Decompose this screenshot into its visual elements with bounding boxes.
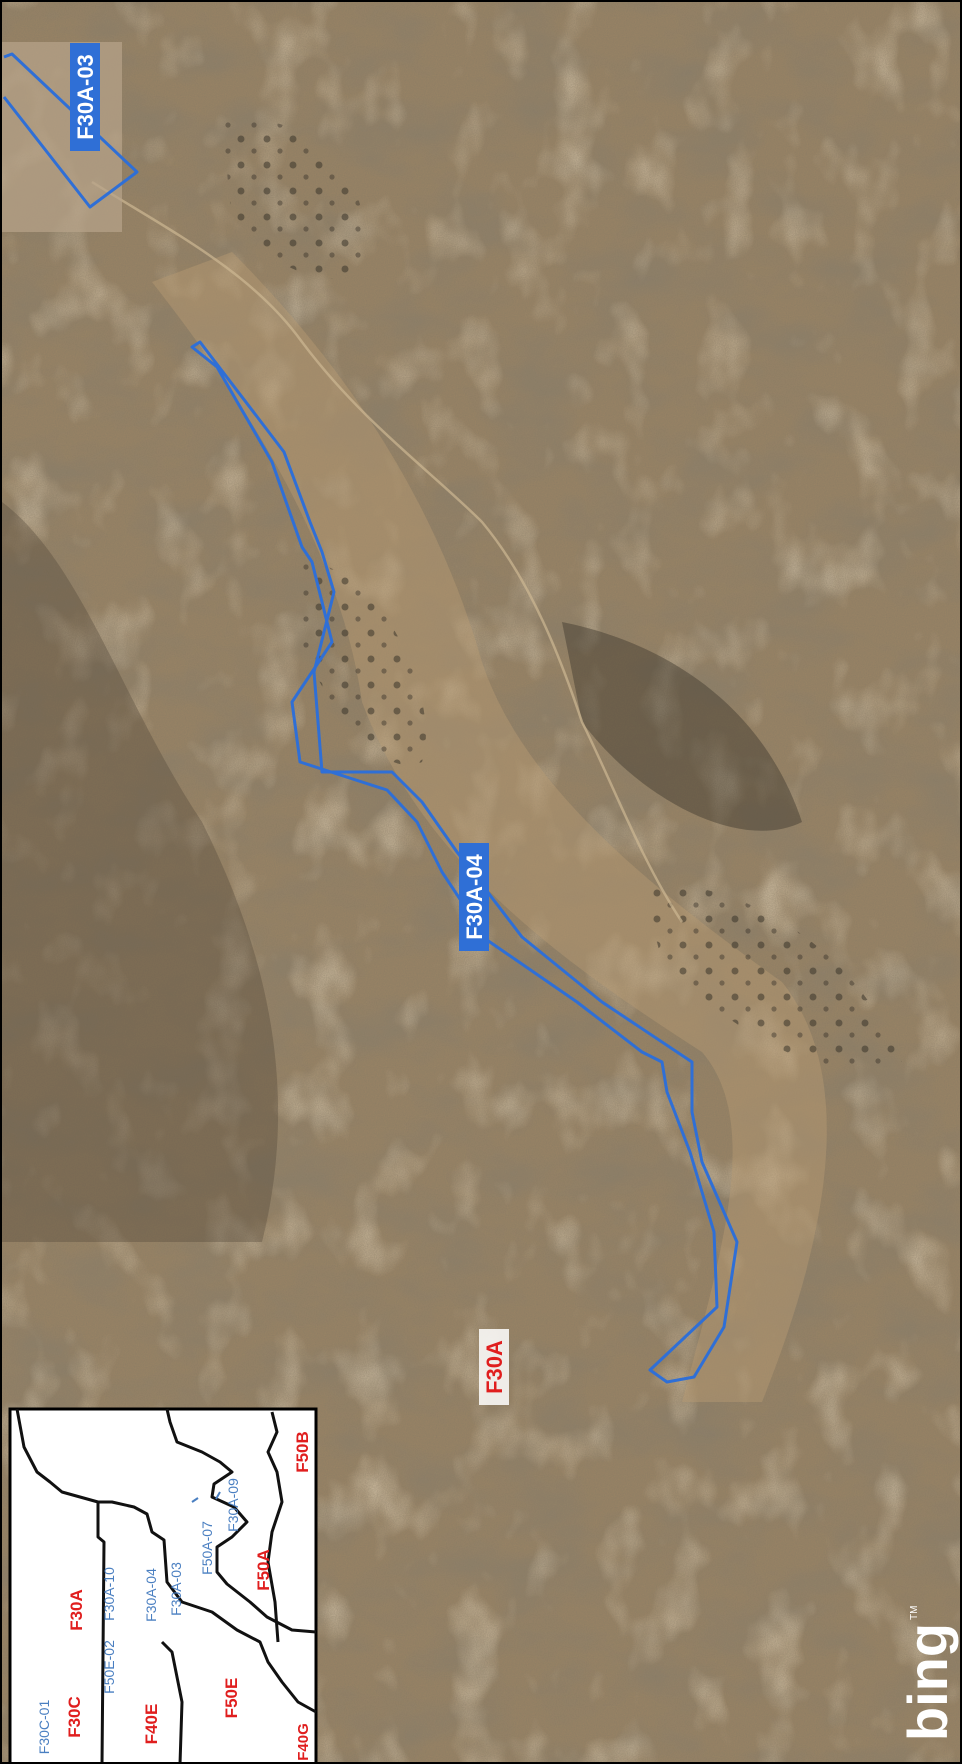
- label-bg: [479, 1329, 509, 1405]
- settlement-clearing: [2, 42, 122, 232]
- label-f30a-03-group: F30A-03: [70, 43, 100, 151]
- dark-ridge-2: [562, 622, 802, 831]
- inset-region-f40g[interactable]: F40G: [295, 1723, 312, 1761]
- inset-boundary-bottom: [160, 1640, 184, 1762]
- inset-region-f30a[interactable]: F30A: [67, 1589, 86, 1631]
- boundary-f30a-03[interactable]: [2, 52, 139, 209]
- inset-region-f30c[interactable]: F30C: [65, 1696, 84, 1738]
- inset-segment-f30a-09[interactable]: F30A-09: [225, 1478, 241, 1532]
- dark-ridge: [2, 502, 279, 1242]
- inset-map[interactable]: F30A F30C F40E F50E F40G F50A F50B F30C-…: [8, 1407, 318, 1764]
- bing-logo-text: bing: [896, 1623, 959, 1741]
- inset-segment-line: [215, 1491, 221, 1500]
- dirt-track: [91, 180, 684, 923]
- inset-region-f50e[interactable]: F50E: [222, 1678, 241, 1719]
- inset-segment-f30a-03[interactable]: F30A-03: [168, 1562, 184, 1616]
- inset-boundary-right: [165, 1408, 317, 1634]
- inset-boundary-mid: [96, 1502, 106, 1762]
- label-f30a-region-group: F30A: [479, 1329, 509, 1405]
- inset-region-f50b[interactable]: F50B: [293, 1431, 312, 1473]
- inset-region-f50a[interactable]: F50A: [254, 1549, 273, 1591]
- bing-logo: bing TM: [896, 1606, 959, 1742]
- valley-floor: [152, 252, 827, 1402]
- inset-region-f40e[interactable]: F40E: [142, 1704, 161, 1745]
- label-bg: [459, 843, 489, 951]
- inset-boundary-left: [15, 1408, 317, 1714]
- inset-segment-f30c-01[interactable]: F30C-01: [36, 1700, 52, 1755]
- bing-logo-tm: TM: [909, 1606, 920, 1620]
- inset-segment-f30a-10[interactable]: F30A-10: [101, 1567, 117, 1621]
- shrub-cluster: [222, 118, 366, 279]
- boundary-f30a-04[interactable]: [190, 340, 739, 1384]
- shrub-cluster-3: [642, 882, 902, 1071]
- shrub-cluster-2: [302, 562, 426, 766]
- inset-segment-line: [191, 1497, 199, 1503]
- inset-boundary-top-right: [266, 1411, 284, 1643]
- label-f30a-03[interactable]: F30A-03: [73, 54, 98, 140]
- label-f30a-04-group: F30A-04: [459, 843, 489, 951]
- inset-segment-f30a-04[interactable]: F30A-04: [143, 1568, 159, 1622]
- label-f30a-04[interactable]: F30A-04: [462, 853, 487, 939]
- inset-frame: [8, 1407, 318, 1762]
- label-f30a-region[interactable]: F30A: [482, 1340, 507, 1394]
- inset-segment-f50a-07[interactable]: F50A-07: [199, 1521, 215, 1575]
- label-bg: [70, 43, 100, 151]
- inset-segment-f50e-02[interactable]: F50E-02: [101, 1640, 117, 1694]
